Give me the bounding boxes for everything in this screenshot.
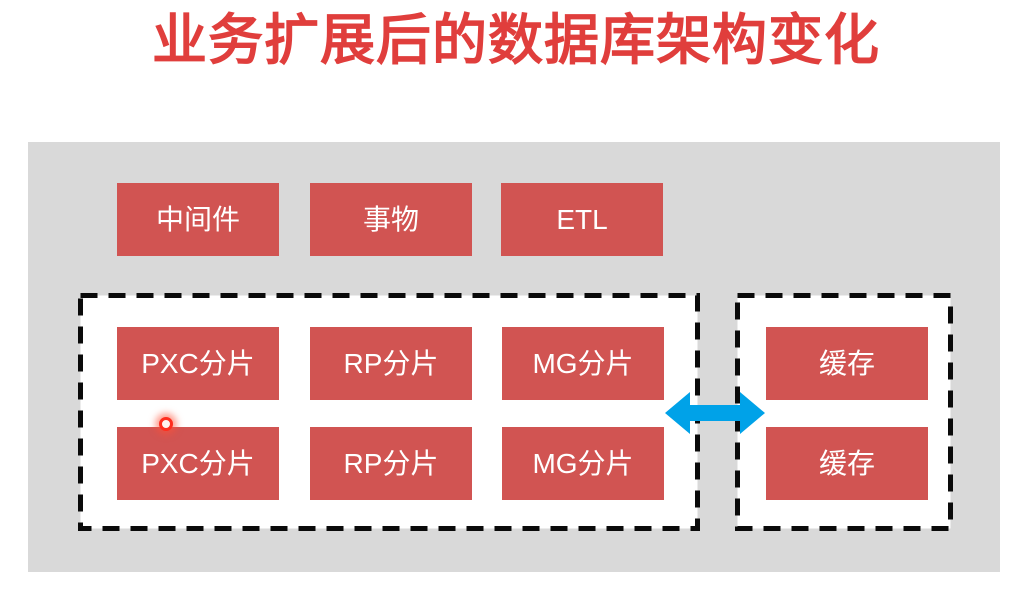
cache-box-label: 缓存 <box>818 447 875 479</box>
transaction-box: 事物 <box>310 183 472 256</box>
shard-box-pxc-2: PXC分片 <box>117 427 279 500</box>
etl-box: ETL <box>501 183 663 256</box>
shard-box-rp-2: RP分片 <box>310 427 472 500</box>
shard-box-label: MG分片 <box>532 347 634 379</box>
shard-box-label: RP分片 <box>343 347 439 379</box>
content-panel: 中间件 事物 ETL PXC分片 RP分片 MG分片 PXC分片 <box>28 142 1000 572</box>
shard-box-mg-1: MG分片 <box>502 327 664 400</box>
cache-box-1: 缓存 <box>766 327 928 400</box>
middleware-box: 中间件 <box>117 183 279 256</box>
cache-box-2: 缓存 <box>766 427 928 500</box>
etl-box-label: ETL <box>556 203 608 235</box>
bidirectional-arrow-icon <box>665 392 765 434</box>
shard-box-pxc-1: PXC分片 <box>117 327 279 400</box>
shard-box-label: RP分片 <box>343 447 439 479</box>
shard-box-label: PXC分片 <box>141 347 255 379</box>
shard-box-label: MG分片 <box>532 447 634 479</box>
transaction-box-label: 事物 <box>362 203 419 235</box>
shard-box-label: PXC分片 <box>141 447 255 479</box>
shard-box-rp-1: RP分片 <box>310 327 472 400</box>
page-title: 业务扩展后的数据库架构变化 <box>151 9 880 71</box>
shard-box-mg-2: MG分片 <box>502 427 664 500</box>
middleware-box-label: 中间件 <box>155 203 240 235</box>
cache-box-label: 缓存 <box>818 347 875 379</box>
